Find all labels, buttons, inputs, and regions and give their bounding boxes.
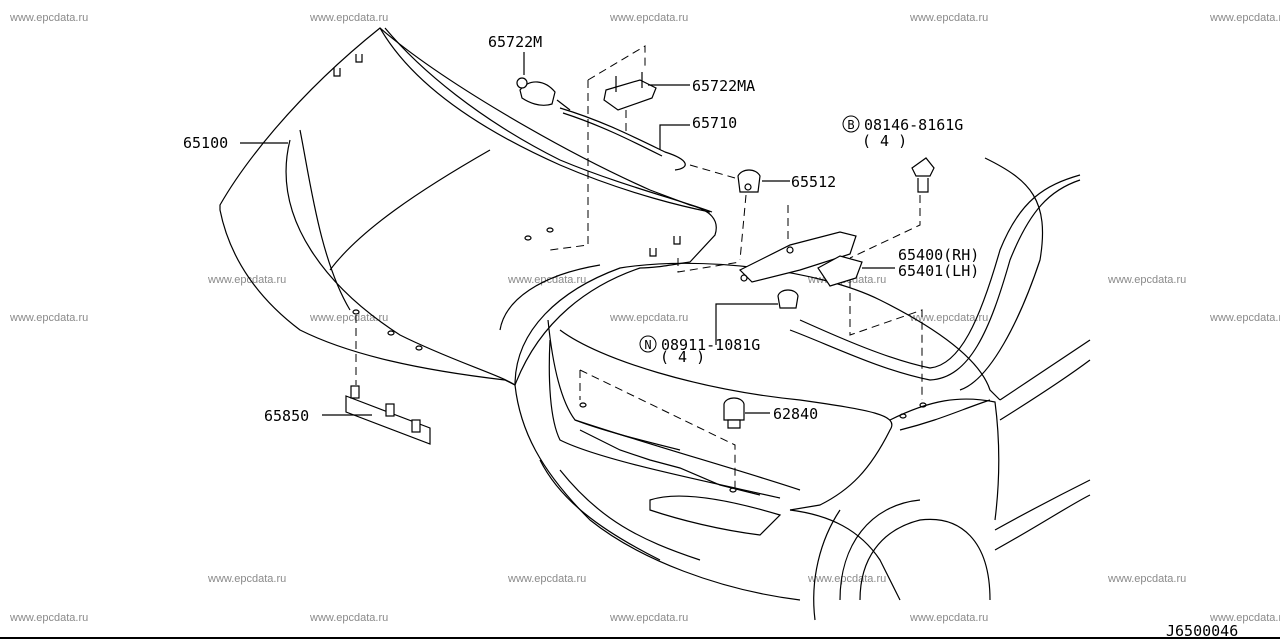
rubber-bumper-62840 (723, 397, 745, 429)
label-65100: 65100 (183, 134, 228, 152)
hood-bolt (911, 157, 935, 193)
watermark: www.epcdata.ru (1107, 573, 1186, 585)
label-65850: 65850 (264, 407, 309, 425)
watermark: www.epcdata.ru (507, 573, 586, 585)
hinge-nut (777, 289, 799, 309)
bolt-symbol: B (847, 118, 854, 132)
label-65512: 65512 (791, 173, 836, 191)
label-65722m: 65722M (488, 33, 542, 51)
hood-stay-clip-65512 (737, 169, 761, 193)
label-62840: 62840 (773, 405, 818, 423)
watermark: www.epcdata.ru (9, 12, 88, 24)
watermark: www.epcdata.ru (1209, 312, 1280, 324)
watermark: www.epcdata.ru (609, 312, 688, 324)
watermarks: www.epcdata.ru www.epcdata.ru www.epcdat… (9, 12, 1280, 624)
label-bolt: 08146-8161G (864, 116, 963, 134)
label-65400: 65400(RH) (898, 246, 979, 264)
hood-lock-cable-65710 (559, 107, 686, 171)
watermark: www.epcdata.ru (909, 312, 988, 324)
watermark: www.epcdata.ru (207, 274, 286, 286)
watermark: www.epcdata.ru (309, 312, 388, 324)
label-65710: 65710 (692, 114, 737, 132)
watermark: www.epcdata.ru (207, 573, 286, 585)
label-nut-qty: ( 4 ) (660, 348, 705, 366)
watermark: www.epcdata.ru (9, 312, 88, 324)
watermark: www.epcdata.ru (609, 12, 688, 24)
bolt-symbol-circle (842, 115, 860, 133)
hood-hinge-65400 (738, 231, 863, 287)
label-65722ma: 65722MA (692, 77, 755, 95)
label-nut: 08911-1081G (661, 336, 760, 354)
watermark: www.epcdata.ru (1209, 612, 1280, 624)
watermark: www.epcdata.ru (309, 12, 388, 24)
label-bolt-qty: ( 4 ) (862, 132, 907, 150)
diagram-code: J6500046 (1166, 622, 1238, 640)
hood-panel (219, 27, 717, 386)
watermark: www.epcdata.ru (609, 612, 688, 624)
part-labels: 65722M 65722MA 65710 65100 65512 B 08146… (183, 33, 979, 425)
watermark: www.epcdata.ru (909, 612, 988, 624)
hood-lock-bracket-65722ma (603, 72, 657, 111)
vehicle-body (499, 157, 1091, 621)
watermark: www.epcdata.ru (807, 573, 886, 585)
watermark: www.epcdata.ru (309, 612, 388, 624)
hood-lock-65722m (516, 77, 571, 111)
watermark: www.epcdata.ru (1107, 274, 1186, 286)
nut-symbol: N (644, 338, 651, 352)
watermark: www.epcdata.ru (9, 612, 88, 624)
watermark: www.epcdata.ru (1209, 12, 1280, 24)
watermark: www.epcdata.ru (909, 12, 988, 24)
leader-lines (240, 52, 895, 416)
nut-symbol-circle (639, 335, 657, 353)
label-65401: 65401(LH) (898, 262, 979, 280)
assembly-lines (355, 45, 923, 490)
hood-seal-65850 (345, 385, 431, 445)
